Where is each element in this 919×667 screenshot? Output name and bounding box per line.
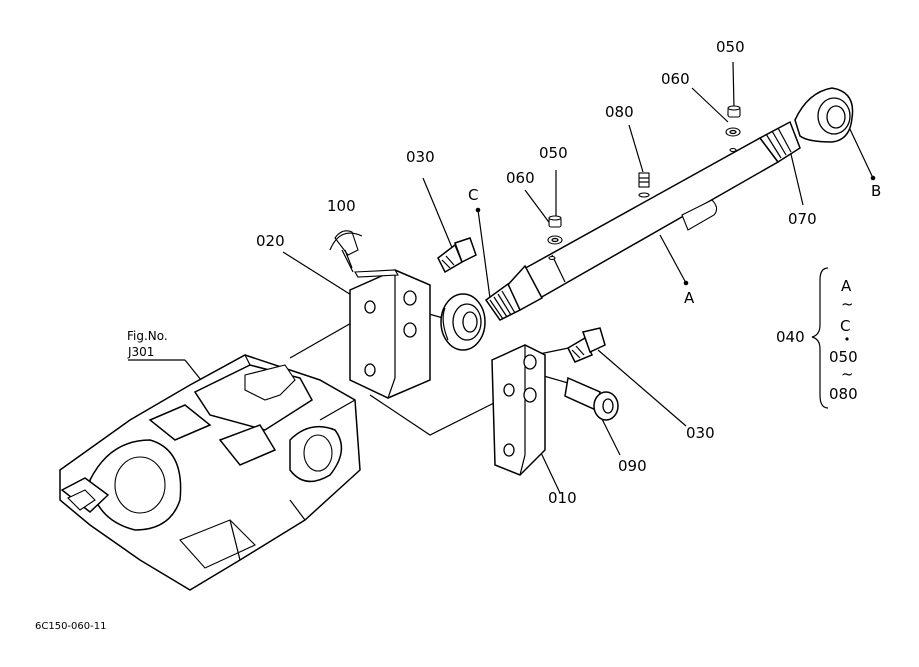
leader-b <box>847 124 874 179</box>
label-020: 020 <box>256 232 285 250</box>
leader-080 <box>628 124 644 173</box>
leader-030-right <box>597 349 687 427</box>
label-030-top: 030 <box>406 148 435 166</box>
nut-050-left <box>548 215 562 228</box>
label-060-left: 060 <box>506 169 535 187</box>
label-010: 010 <box>548 489 577 507</box>
label-070: 070 <box>788 210 817 228</box>
label-ref-c: C <box>468 186 478 204</box>
label-ref-a: A <box>684 289 695 307</box>
label-090: 090 <box>618 457 647 475</box>
thread-right <box>758 120 801 164</box>
bracket-label-c: C <box>840 317 850 335</box>
leader-060-right <box>691 87 729 123</box>
lynch-pin-100 <box>329 230 363 269</box>
label-050-right: 050 <box>716 38 745 56</box>
label-030-right: 030 <box>686 424 715 442</box>
label-100: 100 <box>327 197 356 215</box>
transmission-housing <box>59 354 361 591</box>
nut-050-right <box>727 105 741 118</box>
group-bracket-040 <box>811 267 829 409</box>
leader-020 <box>282 251 357 299</box>
part-labels: 010 020 030 030 040 050 050 060 060 070 … <box>35 38 881 632</box>
fig-no-label: Fig.No. <box>127 329 168 343</box>
thread-left <box>484 282 521 321</box>
leader-c <box>477 209 491 299</box>
label-060-right: 060 <box>661 70 690 88</box>
ball-joint-left <box>440 293 486 351</box>
label-040: 040 <box>776 328 805 346</box>
bolt-030-right <box>567 327 606 363</box>
leader-050-right <box>732 61 735 109</box>
assembly-line-lower <box>289 317 361 359</box>
bracket-label-050: 050 <box>829 348 858 366</box>
leader-lines <box>128 61 874 494</box>
fig-ref-label: J301 <box>127 345 154 359</box>
bracket-dot <box>845 337 849 341</box>
top-link-rod <box>440 87 854 351</box>
assembly-line-bracket <box>369 394 511 436</box>
washer-060-right <box>725 127 741 153</box>
bracket-020 <box>349 269 431 399</box>
ref-dot-b <box>870 175 876 181</box>
label-050-left: 050 <box>539 144 568 162</box>
bracket-label-a: A <box>841 277 852 295</box>
leader-100 <box>341 249 354 273</box>
ball-joint-right <box>794 87 854 143</box>
bolt-030-top <box>437 237 477 274</box>
leader-060-left <box>524 189 552 226</box>
ref-dot-a <box>683 280 689 286</box>
bracket-tilde-2: ~ <box>841 365 854 383</box>
bracket-010 <box>491 344 546 476</box>
bracket-label-080: 080 <box>829 385 858 403</box>
grease-nipple-080 <box>638 172 650 198</box>
label-ref-b: B <box>871 182 881 200</box>
drawing-code: 6C150-060-11 <box>35 621 106 632</box>
label-080-top: 080 <box>605 103 634 121</box>
leader-a <box>659 234 687 284</box>
leader-070 <box>789 149 804 206</box>
leader-030-top <box>422 177 454 251</box>
leader-090 <box>599 414 621 456</box>
pin-090 <box>564 376 619 421</box>
washer-060-left <box>547 235 563 261</box>
rod-handle <box>681 199 718 231</box>
ref-dot-c <box>475 207 481 213</box>
bracket-tilde-1: ~ <box>841 295 854 313</box>
